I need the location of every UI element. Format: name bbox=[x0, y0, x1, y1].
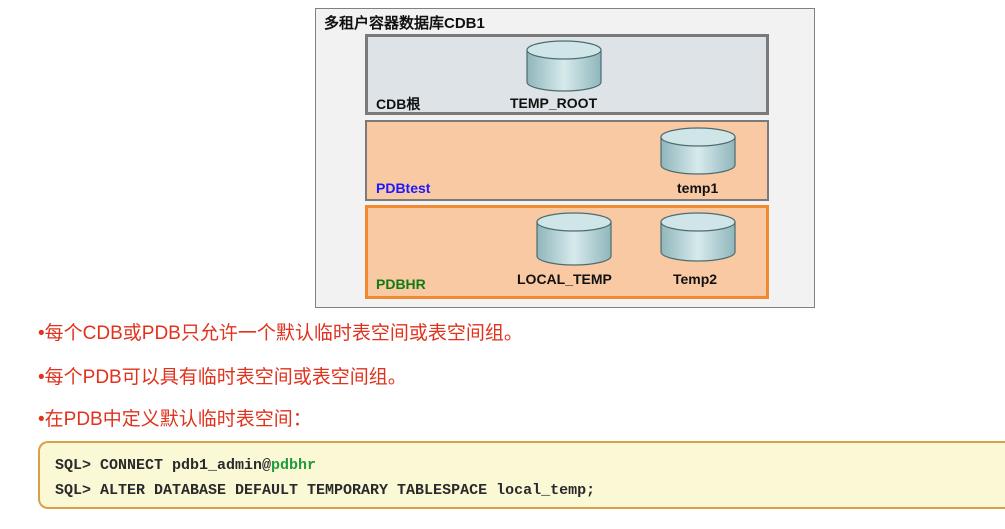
code-block bbox=[38, 441, 1005, 509]
code-line-2: SQL> ALTER DATABASE DEFAULT TEMPORARY TA… bbox=[55, 482, 596, 499]
code-line-1: SQL> CONNECT pdb1_admin@pdbhr bbox=[55, 457, 316, 474]
code-line-1-prefix: SQL> CONNECT pdb1_admin@ bbox=[55, 457, 272, 474]
local-temp-label: LOCAL_TEMP bbox=[517, 271, 612, 287]
temp2-label: Temp2 bbox=[673, 271, 718, 287]
temp2-cylinder-icon bbox=[660, 212, 736, 262]
cdb-root-box bbox=[365, 34, 769, 115]
pdbhr-label: PDBHR bbox=[376, 276, 426, 292]
temp1-cylinder-icon bbox=[660, 127, 736, 175]
temp-root-cylinder-icon bbox=[526, 40, 602, 92]
temp-root-label: TEMP_ROOT bbox=[510, 95, 598, 111]
code-line-1-highlight: pdbhr bbox=[271, 457, 317, 474]
bullet-2: •每个PDB可以具有临时表空间或表空间组。 bbox=[38, 367, 407, 388]
temp1-label: temp1 bbox=[677, 180, 719, 196]
local-temp-cylinder-icon bbox=[536, 212, 612, 266]
bullet-1: •每个CDB或PDB只允许一个默认临时表空间或表空间组。 bbox=[38, 323, 523, 344]
cdb-title: 多租户容器数据库CDB1 bbox=[324, 15, 485, 32]
cdb-root-label: CDB根 bbox=[376, 96, 421, 112]
pdbtest-label: PDBtest bbox=[376, 180, 431, 196]
bullet-3: •在PDB中定义默认临时表空间： bbox=[38, 409, 312, 430]
